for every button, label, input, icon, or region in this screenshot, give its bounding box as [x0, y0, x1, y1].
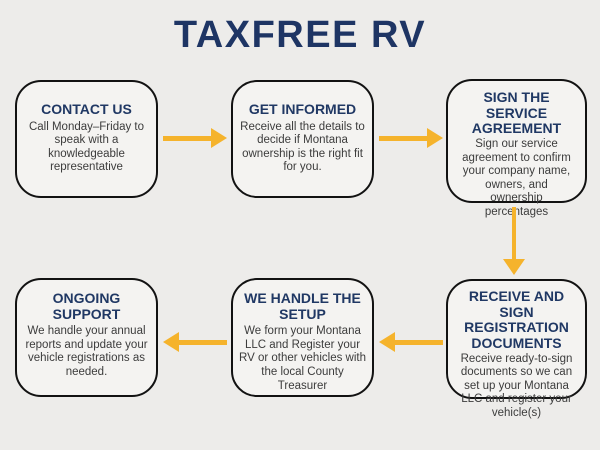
step-heading: GET INFORMED — [248, 101, 357, 117]
step-body: Receive ready-to-sign documents so we ca… — [460, 352, 573, 419]
step-box-sign-the-service-agreement: SIGN THE SERVICE AGREEMENT Sign our serv… — [446, 79, 587, 218]
step-heading: CONTACT US — [41, 101, 132, 117]
arrow-shaft — [163, 136, 213, 141]
step-box-get-informed: GET INFORMED Receive all the details to … — [231, 80, 374, 198]
step-heading: SIGN THE SERVICE AGREEMENT — [471, 89, 562, 137]
step-body: Call Monday–Friday to speak with a knowl… — [28, 120, 145, 174]
step-heading: ONGOING SUPPORT — [52, 290, 121, 322]
arrow-head — [503, 259, 525, 275]
arrow-right-icon — [379, 128, 443, 148]
arrow-head — [211, 128, 227, 148]
step-heading: WE HANDLE THE SETUP — [244, 290, 361, 322]
arrow-shaft — [393, 340, 443, 345]
step-heading: RECEIVE AND SIGN REGISTRATION DOCUMENTS — [464, 288, 569, 352]
step-box-receive-and-sign-registration-documents: RECEIVE AND SIGN REGISTRATION DOCUMENTS … — [446, 279, 587, 419]
arrow-head — [427, 128, 443, 148]
step-box-we-handle-the-setup: WE HANDLE THE SETUP We form your Montana… — [231, 278, 374, 397]
arrow-shaft — [511, 207, 517, 261]
arrow-left-icon — [379, 332, 443, 352]
arrow-head — [163, 332, 179, 352]
arrow-head — [379, 332, 395, 352]
arrow-left-icon — [163, 332, 227, 352]
step-body: Receive all the details to decide if Mon… — [240, 120, 365, 174]
step-body: Sign our service agreement to confirm yo… — [462, 138, 571, 218]
step-box-contact-us: CONTACT US Call Monday–Friday to speak w… — [15, 80, 158, 198]
arrow-right-icon — [163, 128, 227, 148]
step-body: We form your Montana LLC and Register yo… — [239, 325, 366, 392]
arrow-shaft — [379, 136, 429, 141]
arrow-down-icon — [503, 207, 525, 275]
arrow-shaft — [177, 340, 227, 345]
page-title: TAXFREE RV — [173, 14, 427, 56]
step-box-ongoing-support: ONGOING SUPPORT We handle your annual re… — [15, 278, 158, 397]
step-body: We handle your annual reports and update… — [25, 325, 148, 379]
